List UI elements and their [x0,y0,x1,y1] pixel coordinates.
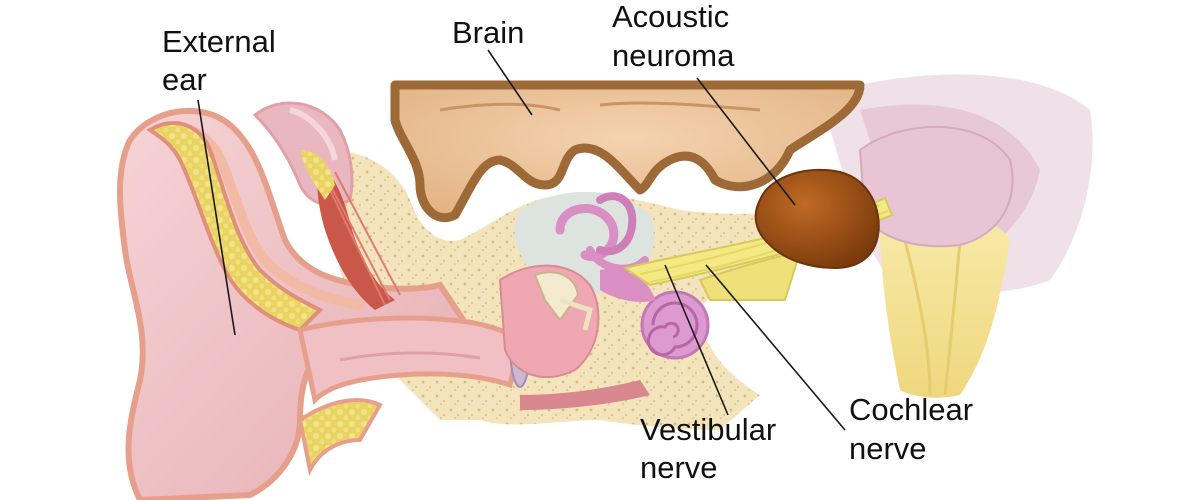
vestibule [600,269,655,302]
leader-cochlear-nerve [705,264,846,431]
label-external-ear-line2: ear [162,62,207,97]
brainstem [880,215,1010,398]
brain-lobe [390,80,865,223]
semicircular-canals [555,204,619,261]
label-brain: Brain [452,15,524,50]
label-acoustic-neuroma-line1: Acoustic [612,0,729,34]
label-cochlear-nerve: Cochlear nerve [849,392,982,466]
auricle-fat [146,120,324,333]
pons [858,125,1014,248]
label-acoustic-neuroma: Acoustic neuroma [612,0,738,73]
temporal-muscle [317,165,395,310]
label-brain-line1: Brain [452,15,524,50]
label-vestibular-nerve-line2: nerve [640,450,718,485]
leader-vestibular-nerve [664,264,729,416]
label-acoustic-neuroma-line2: neuroma [612,38,735,73]
label-vestibular-nerve: Vestibular nerve [640,412,785,485]
label-cochlear-nerve-line2: nerve [849,431,927,466]
label-vestibular-nerve-line1: Vestibular [640,412,776,447]
label-cochlear-nerve-line1: Cochlear [849,392,973,427]
cochlea [640,290,710,360]
lower-fat [297,398,383,477]
leader-acoustic-neuroma [696,77,796,206]
label-external-ear: External ear [162,24,284,97]
label-external-ear-line1: External [162,24,276,59]
ossicles [533,271,580,322]
leader-brain [487,49,533,116]
leader-external-ear [197,99,236,336]
